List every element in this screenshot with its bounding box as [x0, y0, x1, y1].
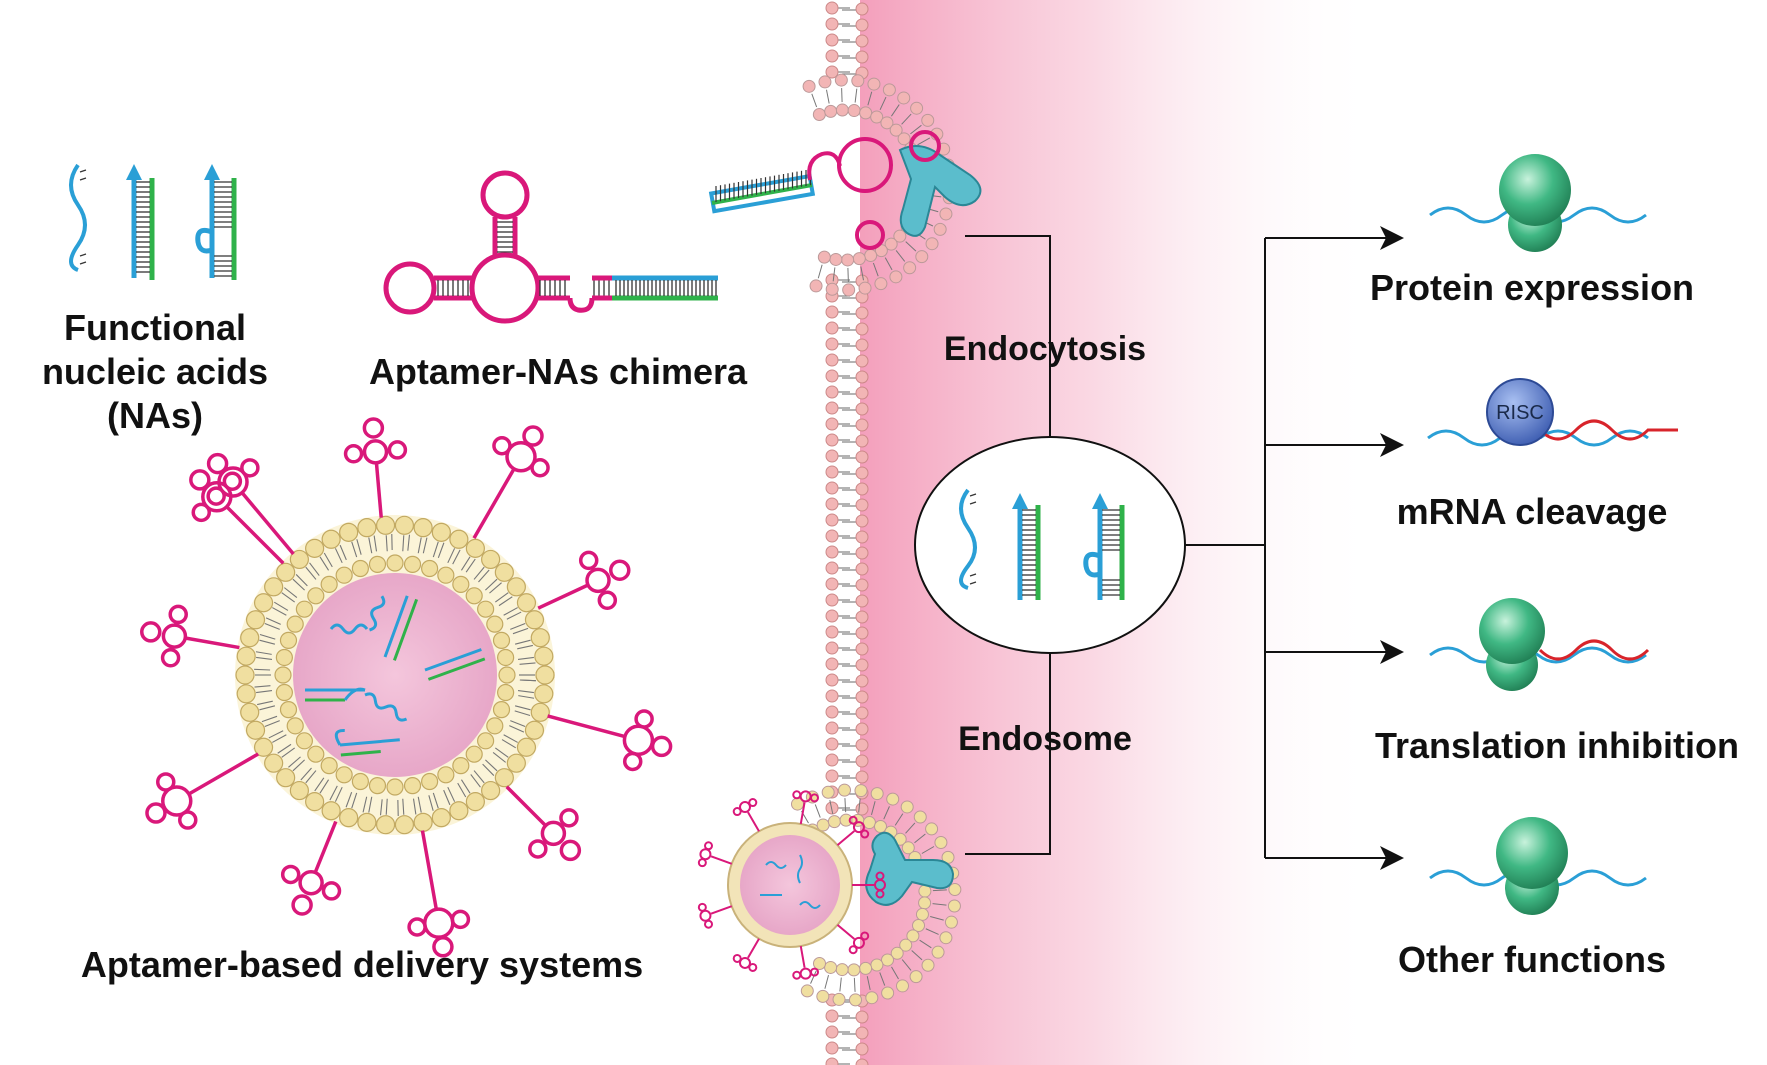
cell-membrane	[825, 1, 869, 1065]
endocytosis-label: Endocytosis	[944, 330, 1146, 368]
outcome-label-3: Translation inhibition	[1375, 725, 1739, 766]
outcome-other-functions-glyph	[1429, 817, 1647, 915]
nanoparticle-small	[697, 790, 886, 980]
receptor-top	[898, 145, 982, 237]
functional-nas-icons	[69, 163, 237, 280]
receptor-bottom	[865, 831, 955, 906]
outcome-arrows	[1265, 226, 1404, 870]
risc-label: RISC	[1496, 402, 1544, 424]
labels: Functional nucleic acids (NAs) Aptamer-N…	[42, 267, 1739, 985]
endosome	[914, 436, 1186, 654]
nanoparticle-large	[140, 417, 673, 958]
nanoparticle-cargo	[305, 595, 486, 757]
dsna-icon-1	[126, 164, 155, 280]
risc-icon	[1486, 378, 1554, 446]
outcome-translation-inhibition-glyph	[1429, 598, 1650, 691]
outcome-label-4: Other functions	[1398, 939, 1666, 980]
aptamer-chimera	[383, 170, 718, 324]
delivery-label: Aptamer-based delivery systems	[81, 944, 643, 985]
functional-nas-label-2: nucleic acids	[42, 351, 268, 392]
outcome-label-2: mRNA cleavage	[1397, 491, 1668, 532]
pathway-lines	[965, 235, 1266, 858]
dsna-icon-2	[195, 164, 237, 280]
outcome-protein-expression-glyph	[1429, 154, 1647, 252]
chimera-bound-top	[708, 130, 941, 250]
functional-nas-label-3: (NAs)	[107, 395, 203, 436]
outcome-mrna-cleavage-glyph: RISC	[1427, 378, 1678, 447]
functional-nas-label-1: Functional	[64, 307, 246, 348]
endosome-label: Endosome	[958, 720, 1132, 758]
outcome-label-1: Protein expression	[1370, 267, 1694, 308]
chimera-label: Aptamer-NAs chimera	[369, 351, 748, 392]
